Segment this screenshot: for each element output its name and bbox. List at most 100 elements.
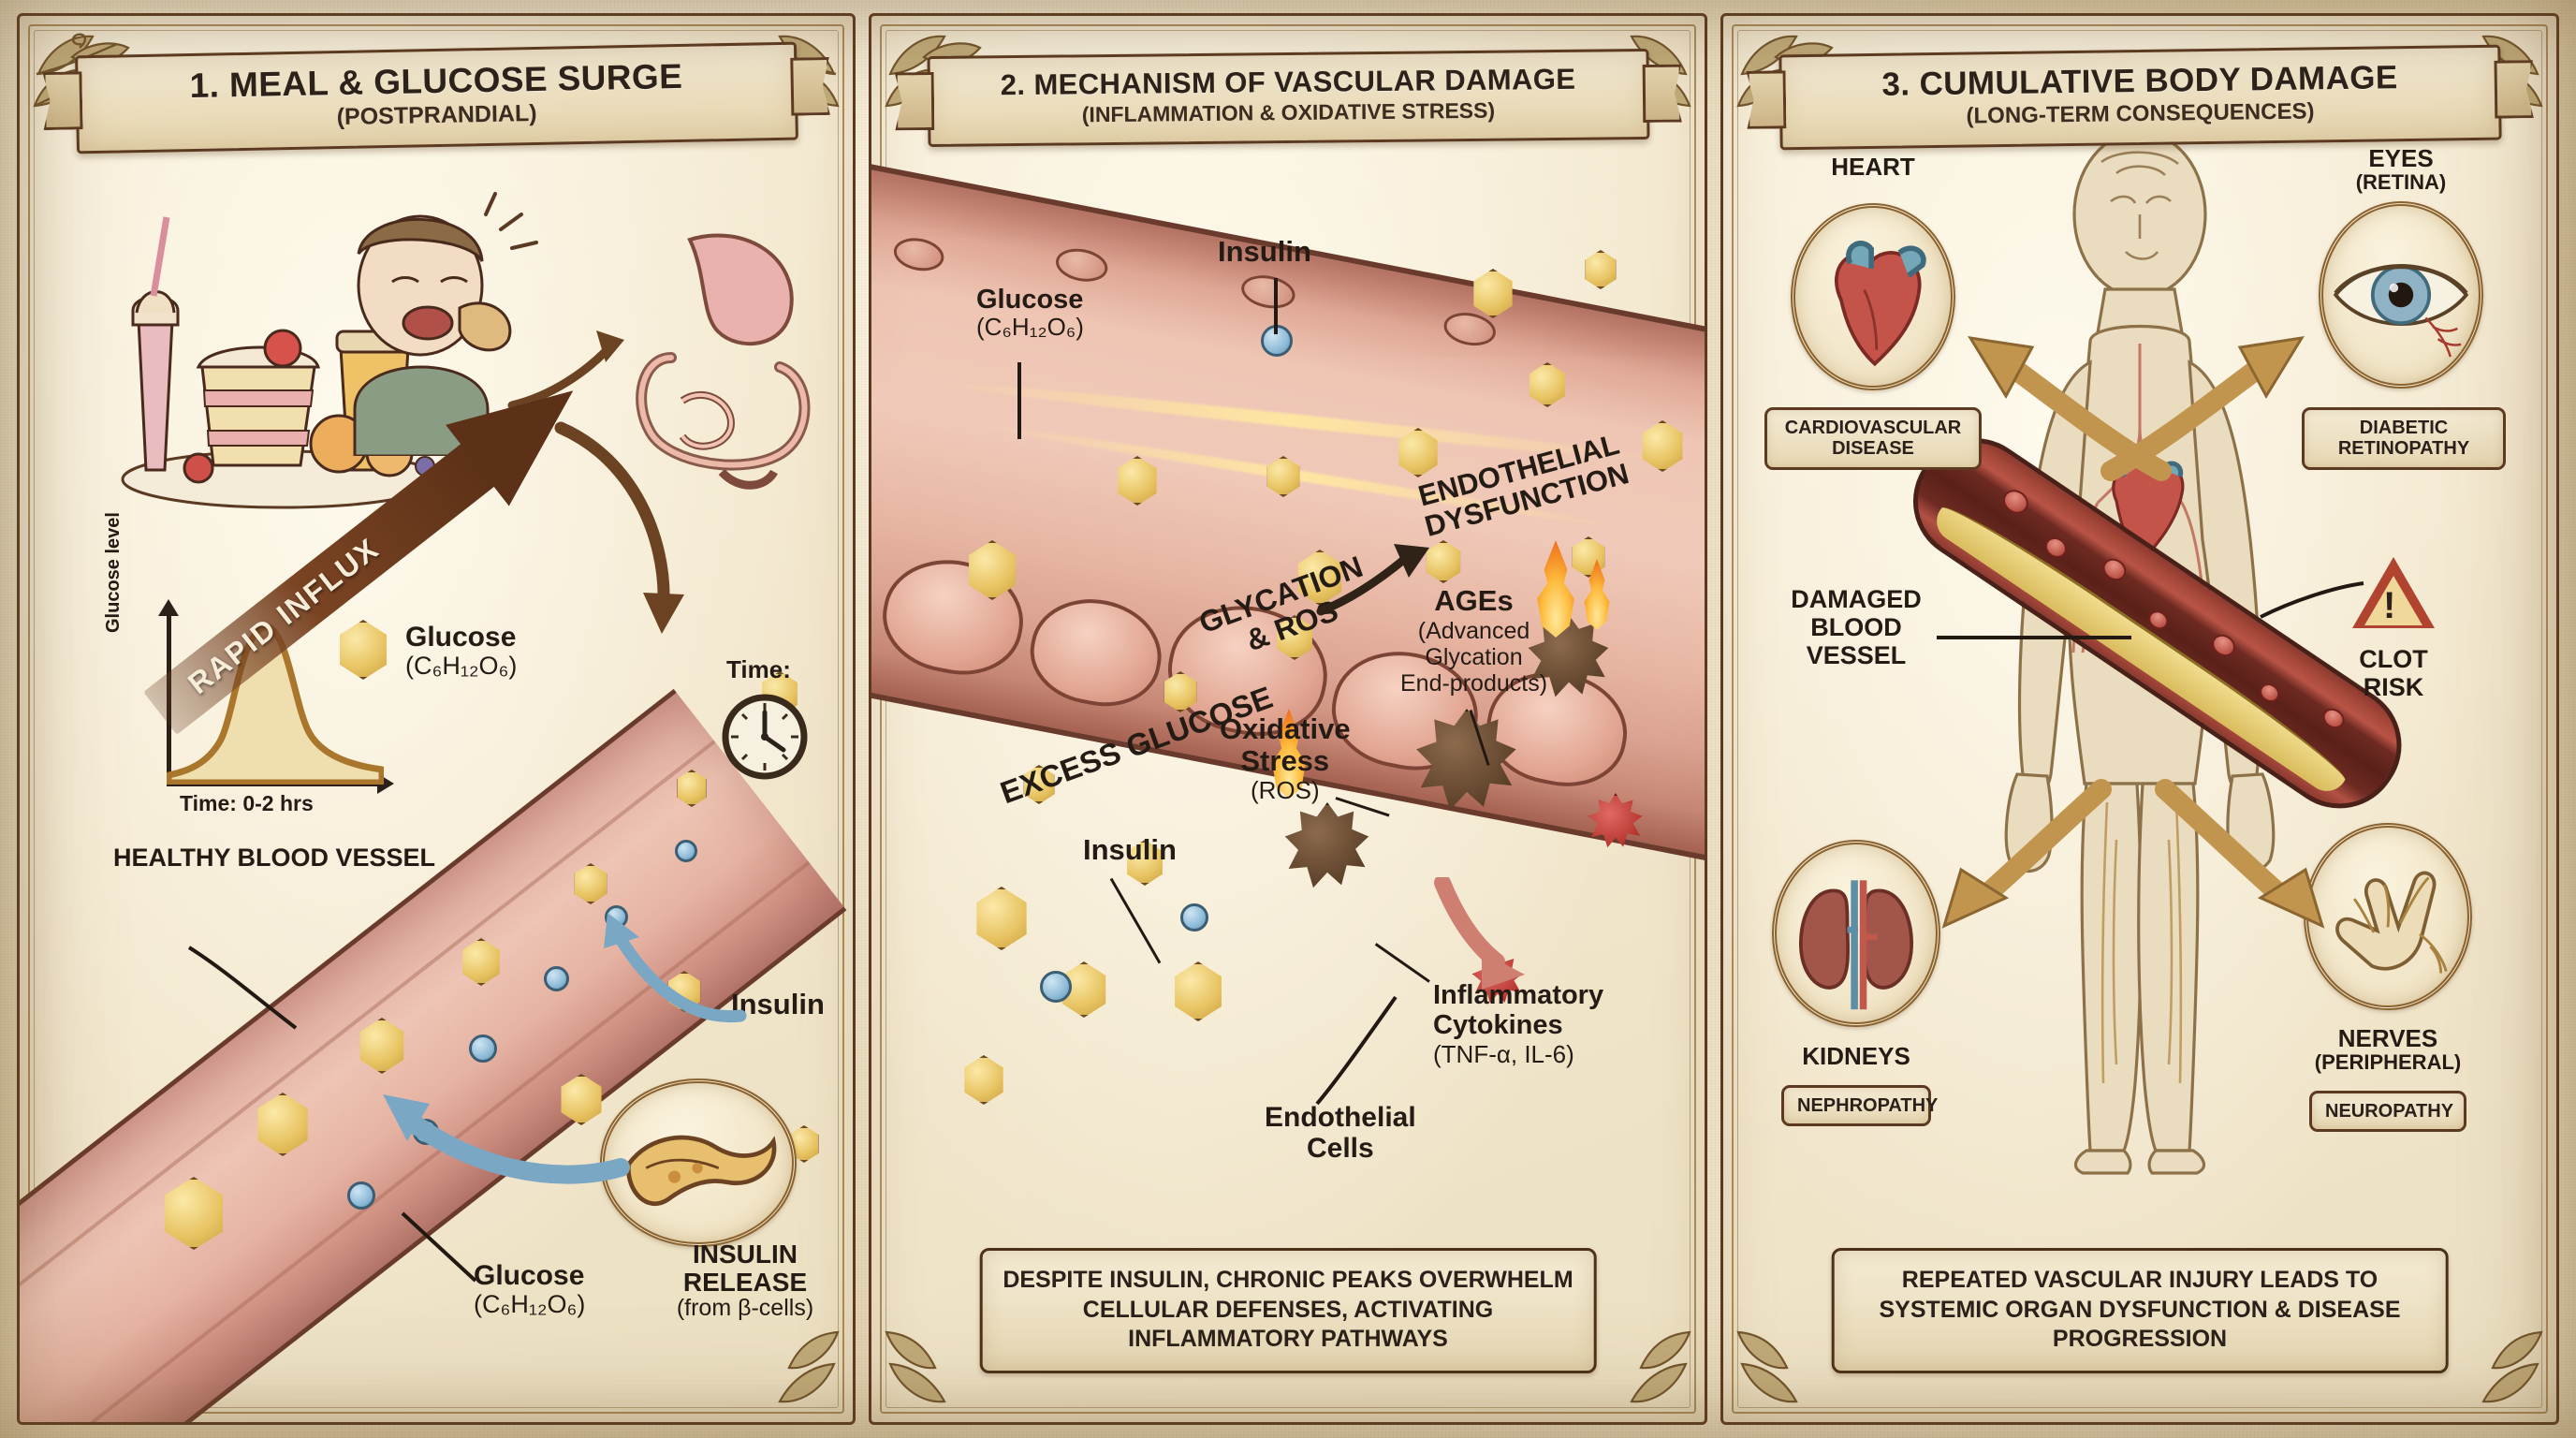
leader-line-cytokines [1374, 943, 1430, 983]
inflammatory-cytokines-label: Inflammatory Cytokines (TNF-α, IL-6) [1433, 980, 1604, 1068]
endothelial-cell [1021, 588, 1171, 717]
kidneys-medallion [1772, 840, 1940, 1027]
glucose-molecule-icon [1127, 840, 1163, 886]
nerves-title: NERVES (PERIPHERAL) [2314, 1024, 2462, 1075]
digestive-system-illustration [636, 233, 811, 490]
panel1-banner-area: 1. MEAL & GLUCOSE SURGE (POSTPRANDIAL) [17, 13, 856, 163]
glucose-molecule-icon [1473, 269, 1513, 318]
heart-title: HEART [1831, 153, 1915, 181]
nerves-pill: NEUROPATHY [2309, 1091, 2466, 1133]
glucose-molecule-icon [1023, 765, 1055, 804]
glucose-legend-icon [340, 620, 387, 680]
insulin-release-arrow [383, 1094, 630, 1184]
infographic-panels: Glucose level Time: 0-2 hrs Glucose (C₆H… [17, 13, 2559, 1425]
glucose-molecule-icon [1175, 961, 1222, 1021]
leader-line-endothelial-cells [1315, 995, 1398, 1106]
leader-line-insulin-bottom [1109, 877, 1162, 964]
glucose-molecule-icon [165, 1177, 223, 1250]
endothelial-cells-label: Endothelial Cells [1265, 1102, 1416, 1164]
red-blood-cell [2099, 554, 2131, 585]
banner-tail-right [1642, 64, 1682, 122]
warning-exclamation: ! [2383, 585, 2396, 626]
insulin-molecule-icon [1180, 903, 1208, 932]
glucose-label: Glucose (C₆H₁₂O₆) [976, 285, 1084, 341]
insulin-label-top: Insulin [1218, 235, 1311, 268]
damaged-blood-vessel-label: DAMAGED BLOOD VESSEL [1791, 585, 1922, 670]
panel3-banner-area: 3. CUMULATIVE BODY DAMAGE (LONG-TERM CON… [1720, 13, 2559, 163]
leader-line-glucose [1017, 362, 1021, 439]
glucose-molecule-icon [1530, 362, 1565, 407]
panel3-banner: 3. CUMULATIVE BODY DAMAGE (LONG-TERM CON… [1778, 44, 2501, 151]
glucose-molecule-icon [1398, 428, 1438, 477]
hand-nerve-icon [2335, 871, 2448, 974]
insulin-release-label: INSULIN RELEASE (from β-cells) [676, 1240, 814, 1322]
panel2-caption: DESPITE INSULIN, CHRONIC PEAKS OVERWHELM… [979, 1248, 1597, 1373]
glucose-molecule-icon [257, 1093, 308, 1156]
panel1-title: 1. MEAL & GLUCOSE SURGE [188, 56, 683, 105]
panel2-banner-area: 2. MECHANISM OF VASCULAR DAMAGE (INFLAMM… [869, 13, 1707, 163]
vessel-wall-nucleus [1238, 271, 1298, 313]
vessel-wall-nucleus [890, 233, 947, 275]
banner-tail-left [1746, 70, 1786, 129]
clock-icon [722, 694, 808, 780]
panel2-title: 2. MECHANISM OF VASCULAR DAMAGE [1000, 62, 1576, 101]
eyes-pill: DIABETIC RETINOPATHY [2302, 407, 2506, 470]
red-blood-cell [2207, 630, 2240, 661]
leader-line-damaged-vessel [1937, 636, 2131, 639]
glucose-molecule-icon [976, 887, 1027, 950]
banner-tail-left [894, 72, 934, 130]
glucose-legend-label: Glucose (C₆H₁₂O₆) [405, 622, 518, 680]
panel3-subtitle: (LONG-TERM CONSEQUENCES) [1966, 98, 2315, 129]
panel1-subtitle: (POSTPRANDIAL) [336, 99, 537, 130]
glucose-molecule-icon [1585, 250, 1617, 289]
age-particle-icon [1284, 802, 1369, 888]
insulin-molecule-icon [675, 840, 697, 862]
insulin-label: Insulin [731, 988, 825, 1020]
panel2-subtitle: (INFLAMMATION & OXIDATIVE STRESS) [1081, 96, 1495, 126]
panel-vascular-damage-mechanism: Glucose (C₆H₁₂O₆) Insulin EXCESS GLUCOSE… [869, 13, 1707, 1425]
red-blood-cell [2041, 533, 2071, 563]
eye-icon [2333, 263, 2469, 358]
red-blood-cell [1998, 484, 2033, 519]
healthy-blood-vessel-label: HEALTHY BLOOD VESSEL [113, 844, 436, 872]
warning-triangle-inner [2364, 576, 2422, 625]
person-eating-illustration [353, 192, 538, 456]
ages-label: AGEs (Advanced Glycation End-products) [1400, 584, 1548, 697]
vessel-wall-nucleus [1052, 244, 1111, 286]
red-blood-cell [2319, 704, 2349, 733]
glucose-molecule-icon [677, 770, 707, 807]
heart-pill: CARDIOVASCULAR DISEASE [1764, 407, 1982, 470]
inflammation-spread-arrow [1434, 877, 1525, 990]
panel3-title: 3. CUMULATIVE BODY DAMAGE [1881, 59, 2398, 104]
glucose-molecule-icon [1277, 615, 1312, 660]
insulin-molecule-icon [347, 1181, 375, 1210]
arrow-glucose-to-bloodstream [554, 421, 684, 634]
red-blood-cell [2256, 679, 2283, 706]
glucose-molecule-icon [964, 1055, 1003, 1105]
heart-medallion [1791, 203, 1955, 390]
clot-risk-label: CLOT RISK [2359, 645, 2428, 702]
leader-line-insulin-top [1274, 278, 1278, 334]
arrow-meal-to-stomach [507, 330, 624, 410]
oxidative-stress-label: Oxidative Stress (ROS) [1220, 712, 1351, 805]
kidney-icon [1798, 880, 1914, 1010]
panel1-banner: 1. MEAL & GLUCOSE SURGE (POSTPRANDIAL) [75, 41, 798, 154]
panel-cumulative-body-damage: HEART CARDIOVASCULAR DISEASE EYES (RETIN… [1720, 13, 2559, 1425]
banner-tail-right [790, 57, 830, 116]
insulin-molecule-icon [544, 966, 569, 991]
chart-x-axis-label: Time: 0-2 hrs [180, 791, 314, 815]
panel-meal-glucose-surge: Glucose level Time: 0-2 hrs Glucose (C₆H… [17, 13, 856, 1425]
insulin-arrow [604, 913, 747, 1023]
pancreas-medallion [600, 1078, 797, 1247]
heart-icon [1835, 241, 1926, 367]
nerves-medallion [2304, 823, 2472, 1010]
glucose-molecule-icon [1297, 550, 1342, 606]
leader-line-clot-risk [2260, 581, 2364, 619]
panel3-caption: REPEATED VASCULAR INJURY LEADS TO SYSTEM… [1831, 1248, 2449, 1373]
kidneys-pill: NEPHROPATHY [1781, 1085, 1938, 1127]
arrow-to-endothelial-dysfunction [1316, 544, 1429, 616]
banner-tail-right [2494, 60, 2534, 119]
insulin-molecule-icon [469, 1034, 497, 1063]
time-label: Time: [726, 655, 791, 683]
eyes-medallion [2319, 201, 2483, 389]
